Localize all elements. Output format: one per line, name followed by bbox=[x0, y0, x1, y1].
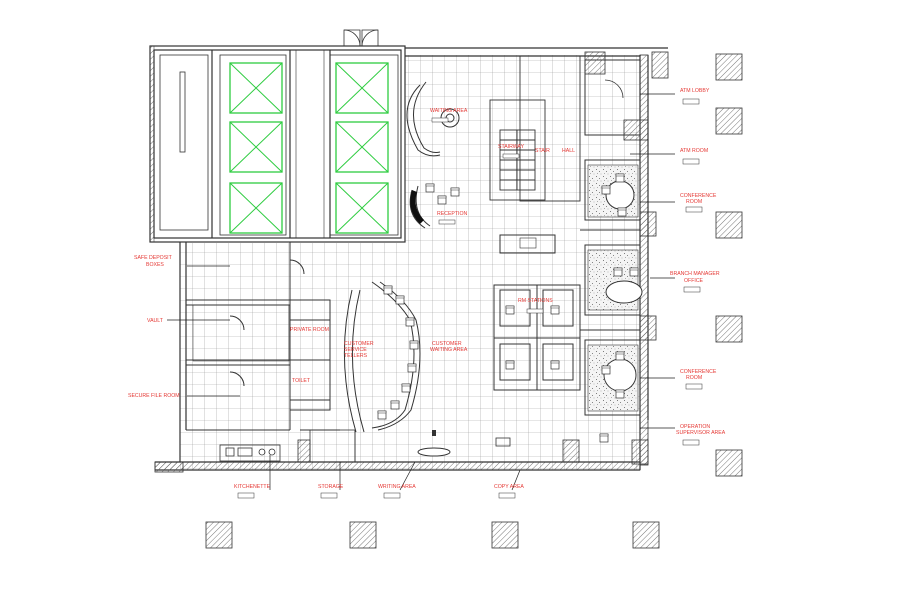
label-secure-file: SECURE FILE ROOM bbox=[128, 393, 180, 399]
label-tellers-2: SERVICE bbox=[344, 347, 367, 353]
label-conference-bottom-2: ROOM bbox=[686, 375, 702, 381]
room-labels: ATM LOBBY ATM ROOM CONFERENCE ROOM BRANC… bbox=[128, 88, 726, 490]
label-rm-stations: RM STATIONS bbox=[518, 298, 553, 304]
label-conference-bottom-1: CONFERENCE bbox=[680, 369, 717, 375]
label-leaders bbox=[167, 93, 675, 491]
door-swing-icon bbox=[343, 29, 379, 47]
label-atm-room: ATM ROOM bbox=[680, 148, 708, 154]
rm-stations bbox=[493, 284, 581, 391]
label-stair: STAIR bbox=[535, 148, 550, 154]
label-waiting-area: WAITING AREA bbox=[430, 108, 468, 114]
label-safe-deposit-1: SAFE DEPOSIT bbox=[134, 255, 173, 261]
label-conference-top-2: ROOM bbox=[686, 199, 702, 205]
south-wall-hatch bbox=[154, 461, 641, 471]
label-safe-deposit-2: BOXES bbox=[146, 262, 164, 268]
label-branch-manager-1: BRANCH MANAGER bbox=[670, 271, 720, 277]
label-branch-manager-2: OFFICE bbox=[684, 278, 704, 284]
label-customer-waiting-1: CUSTOMER bbox=[432, 341, 462, 347]
label-reception: RECEPTION bbox=[437, 211, 468, 217]
hatched-column-icon bbox=[154, 51, 743, 549]
label-operation-2: SUPERVISOR AREA bbox=[676, 430, 726, 436]
label-private-room: PRIVATE ROOM bbox=[290, 327, 329, 333]
label-copy-area: COPY AREA bbox=[494, 484, 524, 490]
stair-core bbox=[489, 55, 581, 202]
label-conference-top-1: CONFERENCE bbox=[680, 193, 717, 199]
label-hall: HALL bbox=[562, 148, 575, 154]
east-wall-hatch bbox=[639, 54, 649, 466]
label-tellers-1: CUSTOMER bbox=[344, 341, 374, 347]
label-operation-1: OPERATION bbox=[680, 424, 710, 430]
label-kitchenette: KITCHENETTE bbox=[234, 484, 271, 490]
room-tag-boxes bbox=[237, 98, 703, 499]
label-tellers-3: TELLERS bbox=[344, 353, 368, 359]
label-toilet: TOILET bbox=[292, 378, 311, 384]
label-vault: VAULT bbox=[147, 318, 164, 324]
stairwell bbox=[159, 54, 209, 231]
label-customer-waiting-2: WAITING AREA bbox=[430, 347, 468, 353]
label-storage: STORAGE bbox=[318, 484, 344, 490]
label-stairway: STAIRWAY bbox=[498, 144, 525, 150]
label-writing-area: WRITING AREA bbox=[378, 484, 416, 490]
label-atm-lobby: ATM LOBBY bbox=[680, 88, 710, 94]
